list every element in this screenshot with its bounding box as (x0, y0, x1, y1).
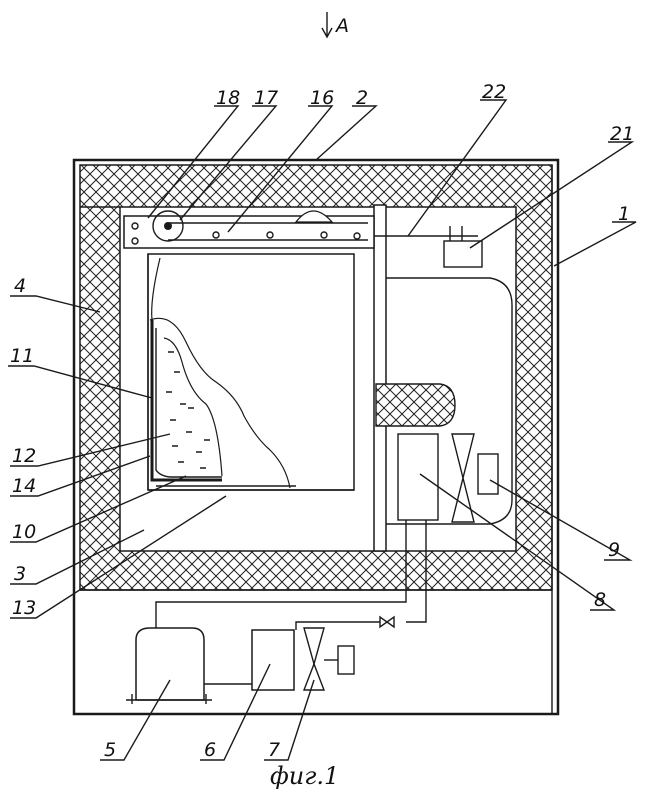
label-9: 9 (608, 539, 620, 561)
fan-motor (478, 454, 498, 494)
label-16: 16 (310, 87, 334, 109)
label-5: 5 (104, 739, 116, 761)
duct-insulation-block (376, 384, 455, 426)
rail-frame (124, 216, 374, 248)
evaporator (398, 434, 438, 520)
partition-wall (374, 205, 386, 551)
label-7: 7 (268, 739, 280, 761)
label-14: 14 (12, 475, 36, 497)
condenser (252, 630, 294, 690)
label-2: 2 (356, 87, 368, 109)
label-17: 17 (254, 87, 278, 109)
compressor (136, 628, 204, 700)
label-11: 11 (10, 345, 34, 367)
leader-1 (554, 222, 636, 266)
label-8: 8 (594, 589, 606, 611)
label-6: 6 (204, 739, 216, 761)
label-4: 4 (14, 275, 26, 297)
label-3: 3 (14, 563, 26, 585)
pulley-axle (164, 222, 172, 230)
label-12: 12 (12, 445, 36, 467)
view-marker-label: A (334, 15, 349, 37)
figure-caption: фиг.1 (270, 762, 339, 790)
label-22: 22 (482, 81, 506, 103)
label-10: 10 (12, 521, 36, 543)
label-21: 21 (610, 123, 634, 145)
drive-motor (444, 241, 482, 267)
label-18: 18 (216, 87, 240, 109)
condenser-fan-motor (338, 646, 354, 674)
label-1: 1 (618, 203, 630, 225)
label-13: 13 (12, 597, 36, 619)
tray-assembly (148, 254, 354, 490)
view-marker: A (322, 12, 349, 37)
